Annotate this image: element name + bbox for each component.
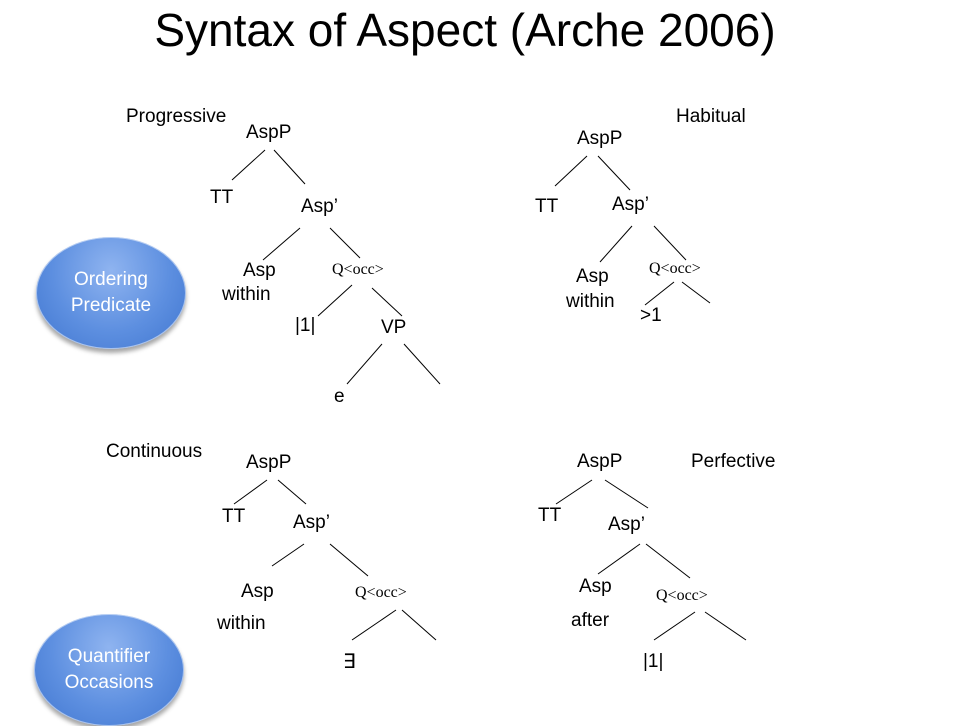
bubble-text: Quantifier bbox=[67, 646, 151, 667]
branch bbox=[681, 281, 711, 304]
node-asp: Asp bbox=[243, 260, 276, 281]
node-asp: Asp bbox=[579, 576, 612, 597]
node-tt: TT bbox=[222, 506, 246, 527]
ordering-predicate-bubble: Ordering Predicate bbox=[36, 237, 186, 349]
branch bbox=[231, 149, 266, 181]
quantifier-occasions-bubble: Quantifier Occasions bbox=[34, 614, 184, 726]
node-quantifier: ∃ bbox=[343, 651, 356, 673]
node-aspp: AspP bbox=[246, 122, 292, 143]
node-aspp: AspP bbox=[577, 128, 623, 149]
branch bbox=[351, 609, 397, 641]
node-cardinality: >1 bbox=[640, 305, 662, 326]
branch bbox=[653, 225, 687, 261]
branch bbox=[329, 543, 369, 577]
branch bbox=[653, 611, 696, 641]
branch bbox=[262, 227, 301, 261]
node-asp-bar: Asp’ bbox=[612, 194, 649, 215]
branch bbox=[346, 343, 383, 385]
branch bbox=[645, 543, 691, 579]
node-asp-bar: Asp’ bbox=[608, 514, 645, 535]
branch bbox=[604, 479, 649, 509]
branch bbox=[644, 281, 675, 306]
node-asp-value: after bbox=[571, 610, 610, 631]
branch bbox=[271, 543, 305, 567]
node-aspp: AspP bbox=[577, 451, 623, 472]
node-q-occ: Q<occ> bbox=[656, 587, 708, 604]
node-cardinality: |1| bbox=[643, 651, 664, 672]
branch bbox=[329, 227, 361, 259]
branch bbox=[704, 611, 747, 641]
tree-label-perfective: Perfective bbox=[691, 451, 776, 472]
branch bbox=[233, 479, 268, 505]
node-e: e bbox=[334, 386, 345, 407]
node-vp: VP bbox=[381, 317, 407, 338]
node-cardinality: |1| bbox=[295, 315, 316, 336]
node-asp-bar: Asp’ bbox=[293, 512, 330, 533]
slide-title: Syntax of Aspect (Arche 2006) bbox=[154, 4, 776, 56]
node-aspp: AspP bbox=[246, 452, 292, 473]
branch bbox=[599, 225, 633, 263]
node-asp: Asp bbox=[241, 581, 274, 602]
bubble-text: Ordering bbox=[74, 269, 148, 290]
bubble-text: Predicate bbox=[70, 295, 152, 316]
branch bbox=[597, 155, 631, 191]
node-asp-bar: Asp’ bbox=[301, 196, 338, 217]
branch bbox=[273, 149, 306, 185]
node-tt: TT bbox=[538, 505, 562, 526]
branch bbox=[555, 479, 593, 505]
branch bbox=[371, 287, 403, 317]
branch bbox=[277, 479, 307, 505]
node-q-occ: Q<occ> bbox=[355, 584, 407, 601]
node-asp: Asp bbox=[576, 266, 609, 287]
branch bbox=[403, 343, 441, 385]
branch bbox=[554, 155, 588, 187]
branch bbox=[317, 284, 353, 317]
node-asp-value: within bbox=[566, 291, 615, 312]
node-tt: TT bbox=[210, 187, 234, 208]
tree-label-continuous: Continuous bbox=[106, 441, 203, 462]
tree-label-habitual: Habitual bbox=[676, 106, 746, 127]
node-q-occ: Q<occ> bbox=[332, 261, 384, 278]
branch bbox=[401, 609, 437, 641]
node-tt: TT bbox=[535, 196, 559, 217]
node-asp-value: within bbox=[217, 613, 266, 634]
node-asp-value: within bbox=[222, 284, 271, 305]
bubble-text: Occasions bbox=[64, 672, 154, 693]
node-q-occ: Q<occ> bbox=[649, 260, 701, 277]
tree-label-progressive: Progressive bbox=[126, 106, 227, 127]
branch bbox=[597, 543, 641, 575]
